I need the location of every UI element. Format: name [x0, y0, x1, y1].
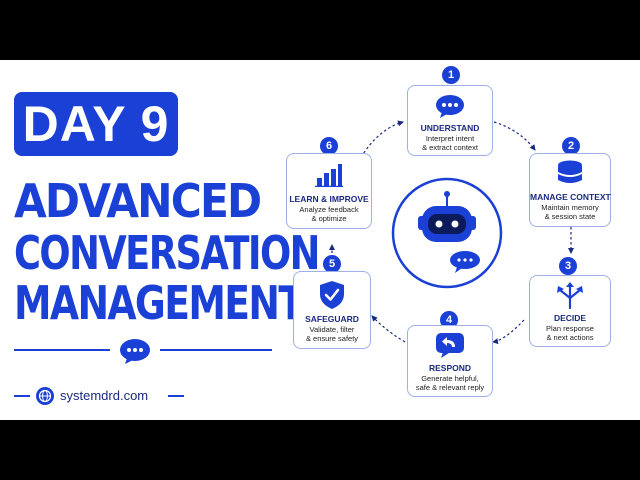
- step-4-number: 4: [440, 311, 458, 329]
- reply-bubble-icon: [436, 333, 464, 358]
- website-line-right: [168, 395, 184, 397]
- shield-check-icon: [320, 281, 344, 309]
- step-2-desc: Maintain memory & session state: [541, 203, 599, 221]
- globe-icon: [36, 387, 54, 405]
- divider-right: [160, 349, 272, 351]
- title-line-3: MANAGEMENT: [14, 276, 304, 330]
- step-5-number: 5: [323, 255, 341, 273]
- step-2-title: MANAGE CONTEXT: [530, 192, 611, 202]
- title-line-2: CONVERSATION: [14, 226, 320, 280]
- step-card-respond: RESPOND Generate helpful, safe & relevan…: [407, 325, 493, 397]
- step-card-learn-improve: LEARN & IMPROVE Analyze feedback & optim…: [286, 153, 372, 229]
- step-3-desc: Plan response & next actions: [546, 324, 594, 342]
- step-3-number: 3: [559, 257, 577, 275]
- step-card-safeguard: SAFEGUARD Validate, filter & ensure safe…: [293, 271, 371, 349]
- database-icon: [558, 160, 582, 183]
- divider-left: [14, 349, 110, 351]
- step-card-understand: UNDERSTAND Interpret intent & extract co…: [407, 85, 493, 156]
- step-6-desc: Analyze feedback & optimize: [299, 205, 359, 223]
- step-card-manage-context: MANAGE CONTEXT Maintain memory & session…: [529, 153, 611, 227]
- step-4-title: RESPOND: [428, 363, 472, 373]
- step-6-number: 6: [320, 137, 338, 155]
- robot-icon: [418, 191, 480, 273]
- step-4-desc: Generate helpful, safe & relevant reply: [415, 374, 485, 392]
- connector-4-to-5: [371, 315, 406, 343]
- chat-bubble-icon: [436, 95, 464, 118]
- step-1-number: 1: [442, 66, 460, 84]
- connector-1-to-2: [493, 121, 536, 151]
- cycle-diagram: [329, 120, 574, 345]
- website-line-left: [14, 395, 30, 397]
- step-1-desc: Interpret intent & extract context: [422, 134, 478, 152]
- step-2-number: 2: [562, 137, 580, 155]
- chat-bubble-icon: [120, 339, 150, 364]
- connector-3-to-4: [492, 319, 525, 345]
- letterbox-top: [0, 0, 640, 60]
- bar-chart-icon: [315, 164, 343, 187]
- letterbox-bottom: [0, 420, 640, 480]
- step-5-desc: Validate, filter & ensure safety: [305, 325, 359, 343]
- title-line-1: ADVANCED: [14, 174, 262, 228]
- step-1-title: UNDERSTAND: [420, 123, 480, 133]
- step-6-title: LEARN & IMPROVE: [289, 194, 369, 204]
- website-link[interactable]: systemdrd.com: [60, 388, 149, 403]
- step-card-decide: DECIDE Plan response & next actions: [529, 275, 611, 347]
- day-badge: DAY 9: [14, 92, 178, 156]
- step-3-title: DECIDE: [553, 313, 587, 323]
- website-row: systemdrd.com: [14, 386, 184, 406]
- split-arrows-icon: [557, 282, 583, 309]
- step-5-title: SAFEGUARD: [305, 314, 359, 324]
